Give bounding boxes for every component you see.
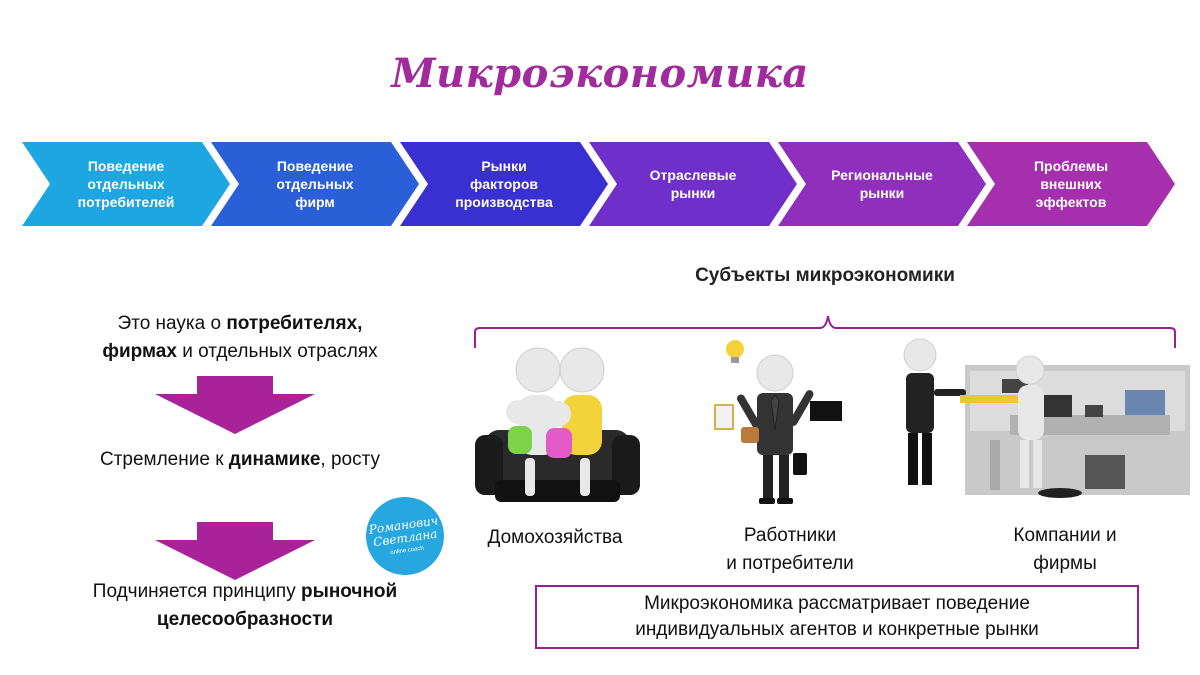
chevron-step-6: [967, 142, 1175, 226]
subject-label-households: Домохозяйства: [487, 527, 623, 548]
down-arrow-1: [155, 376, 315, 434]
statement-science: Это наука о потребителях, фирмах и отдел…: [102, 313, 378, 362]
chevron-label-5: Региональные рынки: [831, 167, 933, 201]
chevron-step-1: [22, 142, 230, 226]
statement-principle: Подчиняется принципу рыночной целесообра…: [92, 581, 398, 630]
subject-label-companies: Компании и фирмы: [1013, 525, 1117, 574]
page-title: Микроэкономика: [391, 50, 809, 97]
summary-box: Микроэкономика рассматривает поведение и…: [535, 585, 1139, 649]
chevron-step-3: [400, 142, 608, 226]
chevron-step-2: [211, 142, 419, 226]
chevron-step-5: [778, 142, 986, 226]
company-illustration: [903, 338, 1190, 498]
chevron-label-1: Поведение отдельных потребителей: [77, 158, 175, 210]
subjects-title: Субъекты микроэкономики: [695, 265, 955, 286]
subject-label-workers: Работники и потребители: [726, 525, 854, 574]
worker-illustration: [714, 340, 842, 504]
down-arrow-2: [155, 522, 315, 580]
chevron-label-3: Рынки факторов производства: [455, 158, 553, 210]
statement-dynamics: Стремление к динамике, росту: [99, 449, 381, 470]
subjects-brace: [474, 315, 1176, 348]
chevron-label-2: Поведение отдельных фирм: [276, 158, 354, 210]
chevron-label-4: Отраслевые рынки: [649, 167, 737, 201]
household-illustration: [475, 347, 640, 502]
author-badge-logo: Романович Светлана online coach: [360, 491, 450, 581]
chevron-step-4: [589, 142, 797, 226]
chevron-flow: [22, 142, 1175, 226]
chevron-label-6: Проблемы внешних эффектов: [1033, 158, 1109, 210]
